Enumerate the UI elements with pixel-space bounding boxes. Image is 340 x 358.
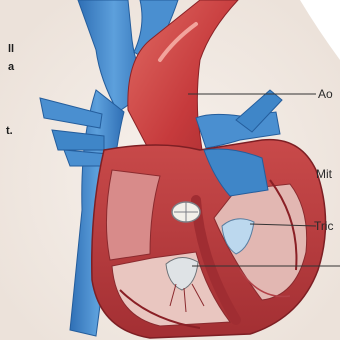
label-aorta: Ao <box>318 88 333 100</box>
left-label-2: a <box>8 62 14 73</box>
label-mitral: Mit <box>316 168 332 180</box>
label-tricuspid: Tric <box>314 220 334 232</box>
left-label-3: t. <box>6 126 13 137</box>
white-margin <box>0 340 340 358</box>
left-label-1: ll <box>8 44 14 55</box>
